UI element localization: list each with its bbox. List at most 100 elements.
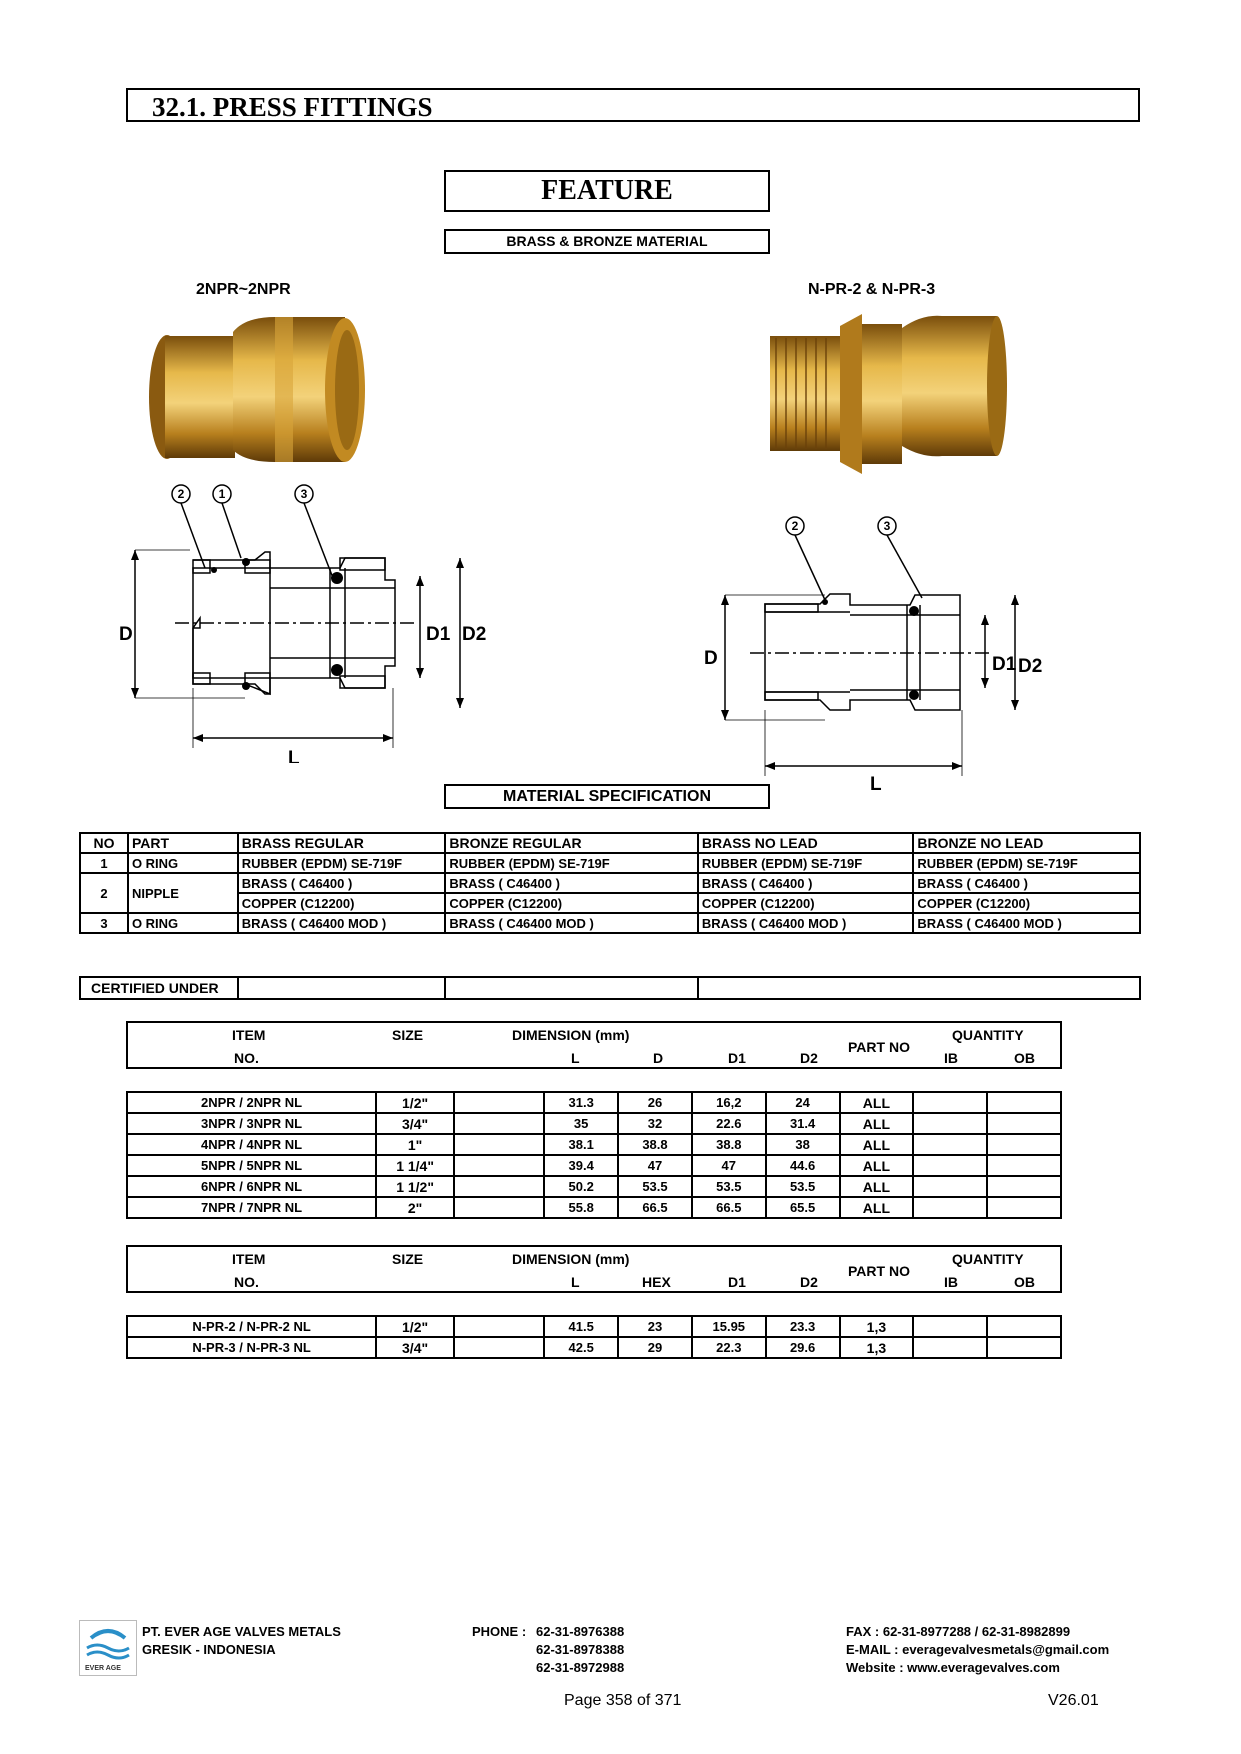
t2-h-part-no: PART NO — [848, 1263, 910, 1279]
cell-size: 3/4" — [375, 1112, 456, 1135]
t1-h-size: SIZE — [392, 1027, 424, 1043]
spec-header-row: NO PART BRASS REGULAR BRONZE REGULAR BRA… — [79, 832, 1141, 854]
material-spec-title: MATERIAL SPECIFICATION — [444, 784, 770, 809]
t2-h-size: SIZE — [392, 1251, 424, 1267]
cell-size: 3/4" — [375, 1336, 456, 1359]
cell-part: ALL — [838, 1091, 915, 1114]
phone-3: 62-31-8972988 — [536, 1660, 625, 1675]
logo-text: EVER AGE — [85, 1665, 121, 1672]
cell-d: 66.5 — [617, 1196, 693, 1219]
website: Website : www.everagevalves.com — [846, 1660, 1060, 1675]
left-d2-label: D2 — [462, 624, 486, 645]
cell-empty — [453, 1154, 546, 1177]
cell-item: 4NPR / 4NPR NL — [125, 1133, 378, 1156]
spec-cell: COPPER (C12200) — [236, 892, 447, 914]
certified-cell — [696, 976, 1142, 1000]
cell-size: 1 1/2" — [375, 1175, 456, 1198]
cell-l: 55.8 — [543, 1196, 620, 1219]
t1-h-d: D — [653, 1050, 664, 1066]
cell-empty — [986, 1091, 1062, 1114]
left-product-label: 2NPR~2NPR — [196, 281, 291, 298]
right-technical-drawing: D D1 D2 L 2 3 — [704, 516, 1042, 790]
cell-empty — [453, 1175, 546, 1198]
cell-d: 38.8 — [617, 1133, 693, 1156]
left-l-label: L — [288, 748, 300, 763]
right-l-label: L — [870, 774, 882, 790]
t1-h-no: NO. — [234, 1050, 259, 1066]
left-d1-label: D1 — [426, 624, 451, 645]
cell-d2: 44.6 — [764, 1154, 841, 1177]
feature-title: FEATURE — [444, 170, 770, 212]
cell-d2: 53.5 — [764, 1175, 841, 1198]
t1-h-part-no: PART NO — [848, 1039, 910, 1055]
fax: FAX : 62-31-8977288 / 62-31-8982899 — [846, 1624, 1071, 1639]
spec-cell: BRASS ( C46400 ) — [236, 872, 447, 894]
t1-h-l: L — [571, 1050, 580, 1066]
left-d-label: D — [119, 624, 133, 645]
material-spec-table: NO PART BRASS REGULAR BRONZE REGULAR BRA… — [79, 832, 1141, 934]
cell-part: ALL — [838, 1154, 915, 1177]
spec-cell: COPPER (C12200) — [696, 892, 915, 914]
certified-table: CERTIFIED UNDER — [79, 976, 1142, 1000]
cell-part: ALL — [838, 1112, 915, 1135]
cell-d2: 24 — [764, 1091, 841, 1114]
cell-l: 50.2 — [543, 1175, 620, 1198]
t1-h-ob: OB — [1014, 1050, 1035, 1066]
cell-empty — [912, 1091, 989, 1114]
t1-h-d1: D1 — [728, 1050, 746, 1066]
table1-header: ITEM NO. SIZE DIMENSION (mm) L D D1 D2 P… — [126, 1021, 1062, 1069]
contact-info: FAX : 62-31-8977288 / 62-31-8982899 E-MA… — [846, 1623, 1109, 1677]
t1-h-ib: IB — [944, 1050, 958, 1066]
version: V26.01 — [1048, 1692, 1099, 1709]
cell-empty — [912, 1336, 989, 1359]
right-d1-label: D1 — [992, 654, 1017, 675]
cell-empty — [912, 1175, 989, 1198]
cell-d2: 31.4 — [764, 1112, 841, 1135]
cell-size: 1/2" — [375, 1315, 456, 1338]
cell-empty — [453, 1196, 546, 1219]
t1-h-quantity: QUANTITY — [952, 1027, 1024, 1043]
cell-d2: 65.5 — [764, 1196, 841, 1219]
spec-cell: O RING — [126, 852, 239, 874]
spec-row: 2 NIPPLE BRASS ( C46400 ) BRASS ( C46400… — [79, 872, 1141, 914]
cell-empty — [986, 1133, 1062, 1156]
cell-d: 47 — [617, 1154, 693, 1177]
cell-d1: 47 — [690, 1154, 767, 1177]
company-logo: EVER AGE — [79, 1620, 137, 1676]
cell-empty — [912, 1196, 989, 1219]
phone-2: 62-31-8978388 — [536, 1642, 625, 1657]
cell-l: 39.4 — [543, 1154, 620, 1177]
spec-cell: BRASS ( C46400 MOD ) — [444, 912, 699, 934]
cell-hex: 23 — [617, 1315, 693, 1338]
cell-item: 3NPR / 3NPR NL — [125, 1112, 378, 1135]
company-name: PT. EVER AGE VALVES METALS — [142, 1624, 341, 1639]
cell-empty — [912, 1112, 989, 1135]
cell-empty — [986, 1175, 1062, 1198]
right-callout-2: 2 — [792, 519, 799, 533]
cell-d1: 16,2 — [690, 1091, 767, 1114]
cell-empty — [453, 1133, 546, 1156]
page-number: Page 358 of 371 — [564, 1692, 682, 1709]
cell-d2: 23.3 — [764, 1315, 841, 1338]
spec-header-bronze-no-lead: BRONZE NO LEAD — [912, 832, 1141, 854]
section-title: 32.1. PRESS FITTINGS — [126, 88, 1140, 122]
spec-cell: 3 — [79, 912, 129, 934]
right-d-label: D — [704, 648, 718, 669]
cell-item: N-PR-3 / N-PR-3 NL — [125, 1336, 378, 1359]
cell-empty — [453, 1091, 546, 1114]
left-callout-3: 3 — [301, 487, 308, 501]
spec-cell: RUBBER (EPDM) SE-719F — [912, 852, 1141, 874]
left-technical-drawing: D D1 D2 L 2 1 3 — [119, 484, 486, 763]
spec-cell: COPPER (C12200) — [912, 892, 1141, 914]
cell-d1: 22.3 — [690, 1336, 767, 1359]
t2-h-item: ITEM — [232, 1251, 266, 1267]
spec-cell: BRASS ( C46400 ) — [696, 872, 915, 894]
t2-h-d1: D1 — [728, 1274, 746, 1290]
spec-cell: 2 — [79, 872, 129, 914]
cell-size: 1 1/4" — [375, 1154, 456, 1177]
cell-empty — [986, 1154, 1062, 1177]
